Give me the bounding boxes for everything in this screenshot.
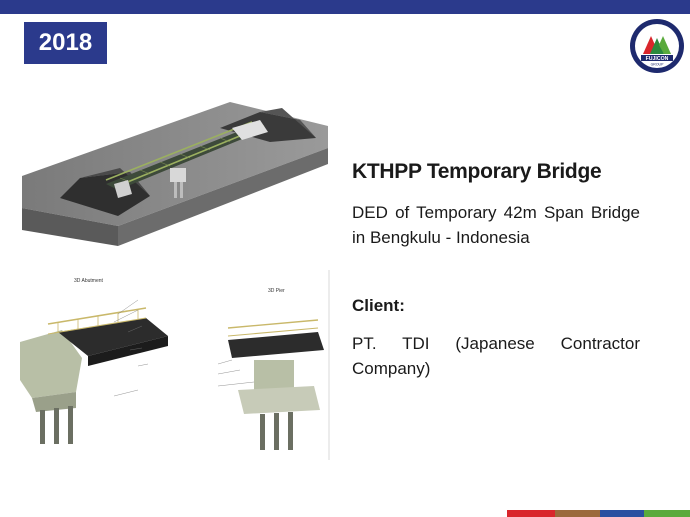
- year-badge: 2018: [24, 22, 107, 64]
- footer-stripe-red: [507, 510, 555, 517]
- year-label: 2018: [38, 29, 93, 56]
- left-view-title: 3D Abutment: [74, 278, 104, 284]
- project-description: DED of Temporary 42m Span Bridge in Beng…: [352, 203, 640, 247]
- fujicon-logo: FUJICON GROUP: [630, 19, 684, 73]
- project-title: KTHPP Temporary Bridge: [352, 160, 602, 183]
- right-view-title: 3D Pier: [268, 288, 285, 294]
- footer-stripe-blue: [600, 510, 644, 517]
- top-banner-bar: [0, 0, 690, 14]
- logo-text: FUJICON: [646, 56, 669, 62]
- client-label: Client:: [352, 296, 405, 315]
- bridge-3d-render: [22, 102, 328, 246]
- logo-subtext: GROUP: [651, 63, 665, 67]
- abutment-pier-drawing: 3D Abutment 3D Pier: [18, 270, 330, 460]
- footer-stripe-green: [644, 510, 690, 517]
- client-name: PT. TDI (Japanese Contractor Company): [352, 334, 640, 378]
- footer-stripe-brown: [555, 510, 600, 517]
